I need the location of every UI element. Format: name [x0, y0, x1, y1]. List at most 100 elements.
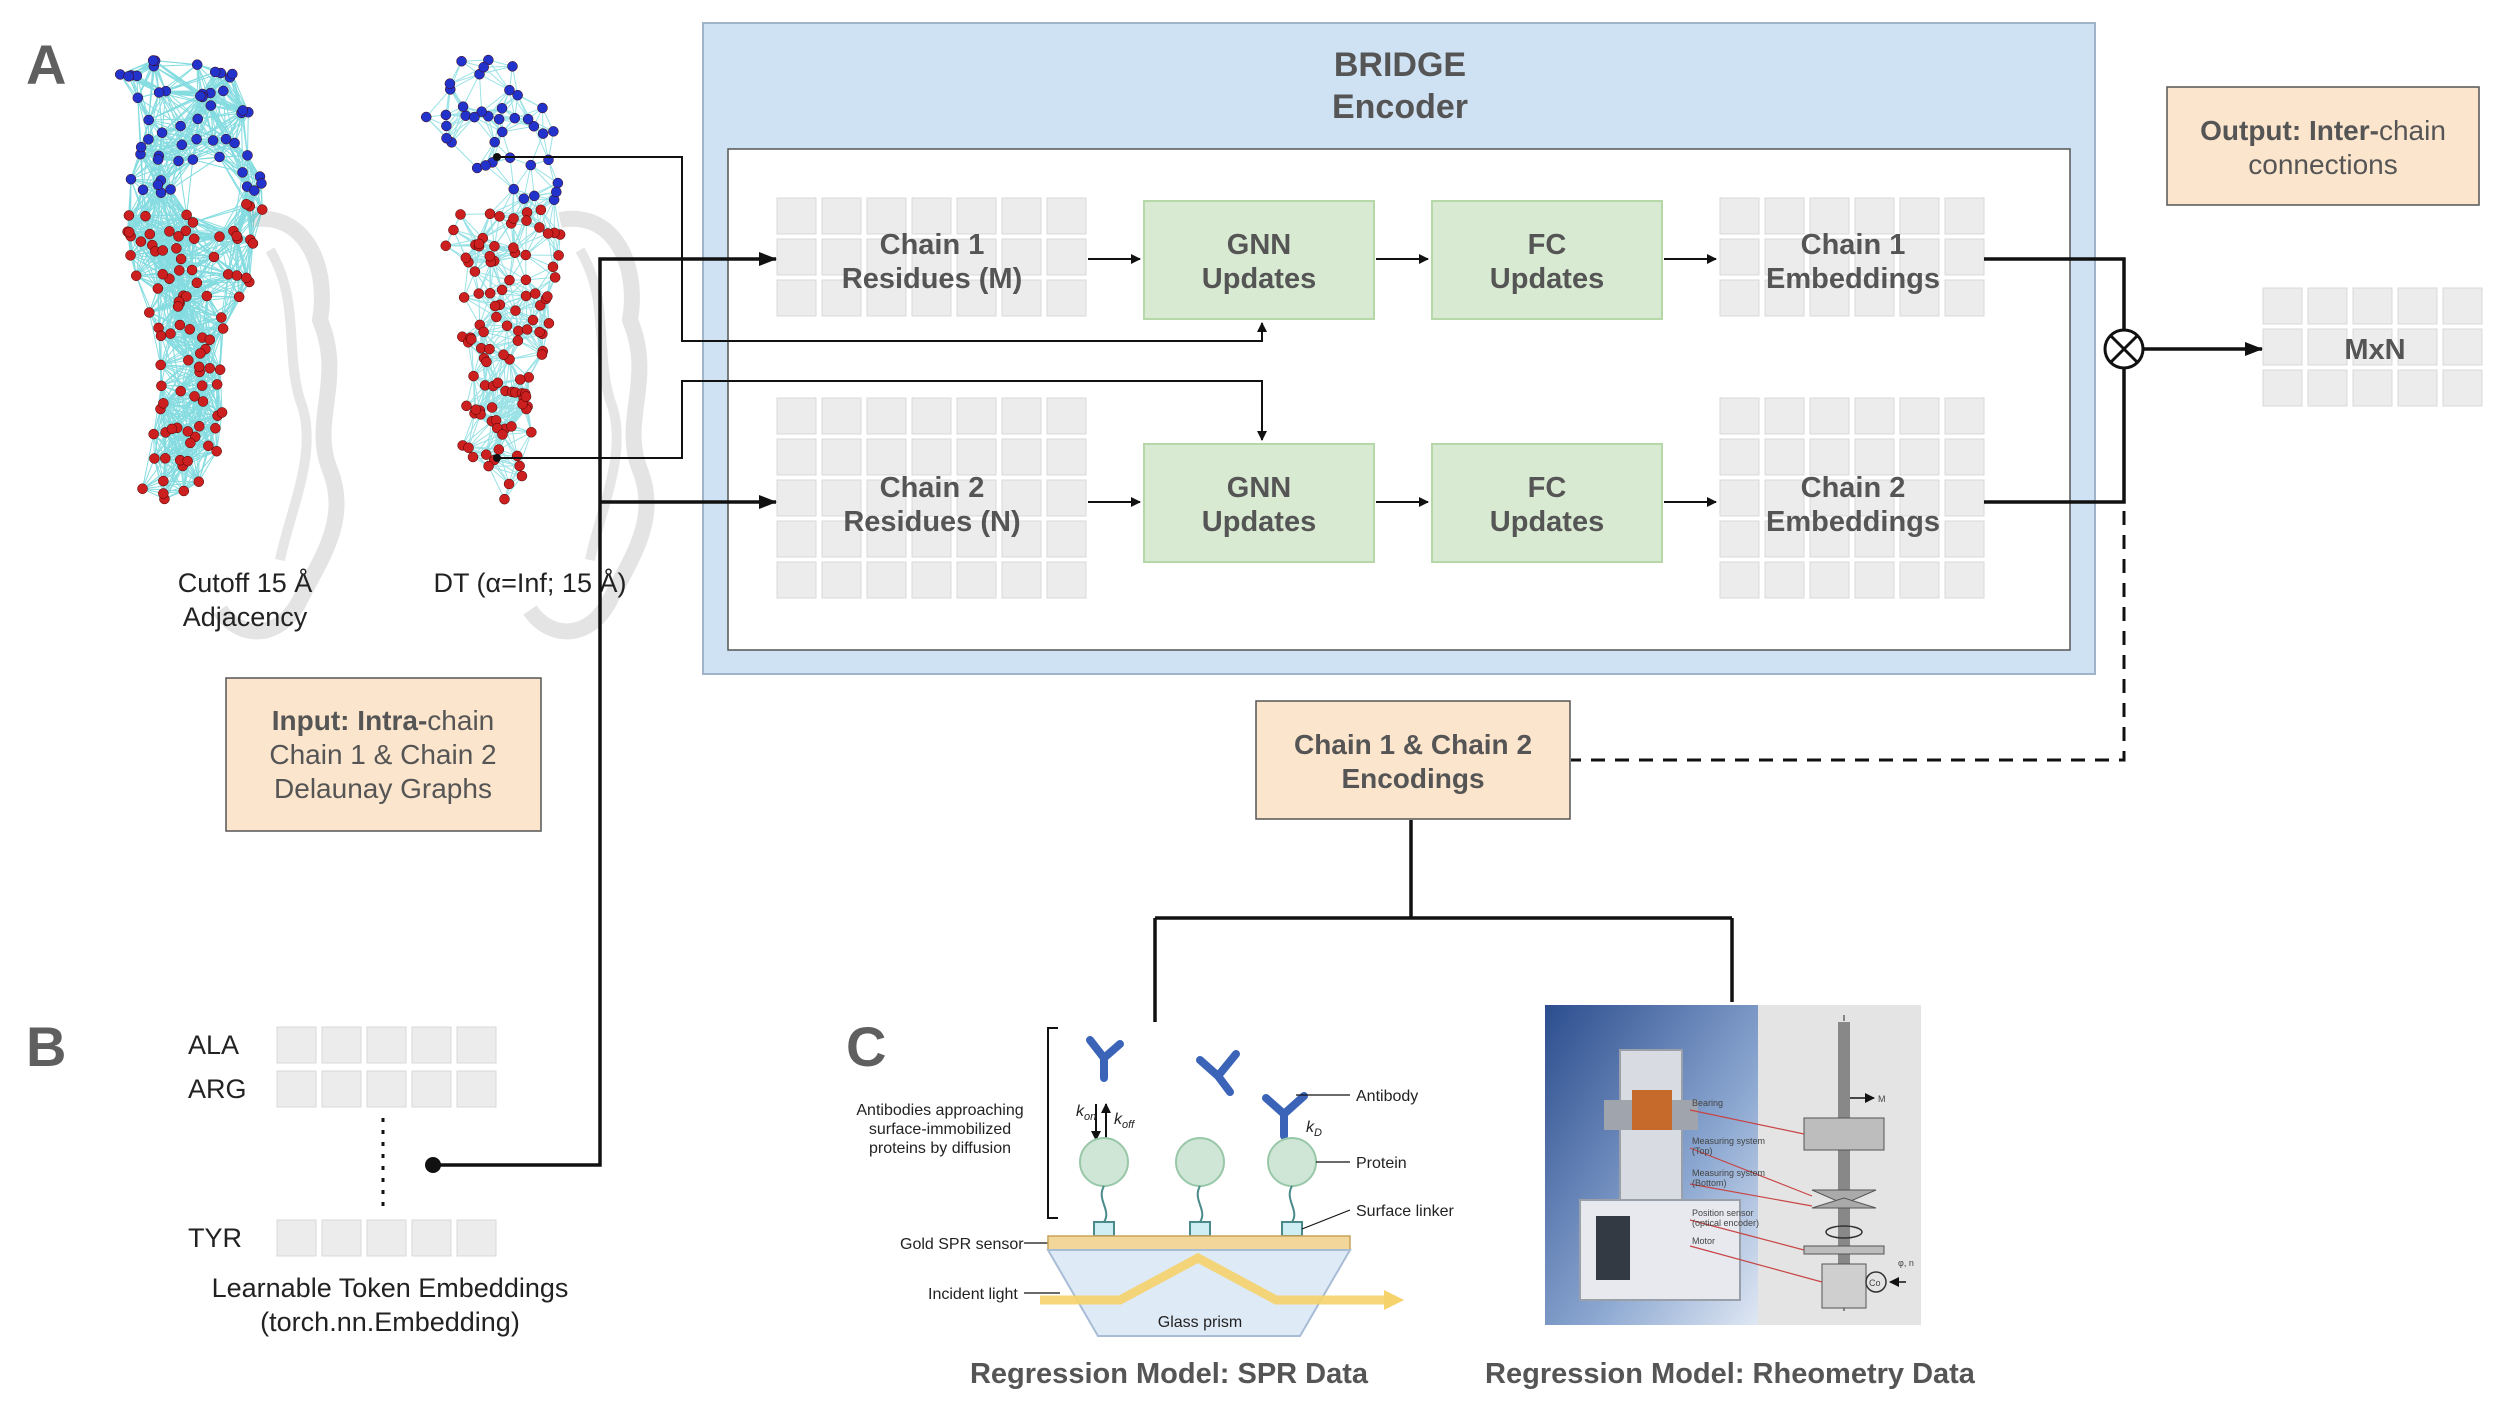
rheometry-caption: Regression Model: Rheometry Data — [1485, 1358, 1976, 1390]
rheometer-callout-lines — [1689, 1109, 1823, 1283]
dt-structure — [420, 54, 655, 640]
panel-letter-b: B — [26, 1015, 66, 1078]
koff-label: koff — [1114, 1111, 1135, 1131]
rheometer-body — [1579, 1049, 1741, 1301]
chain2-fc-label1: FC — [1528, 472, 1567, 504]
motor-label: Motor — [1692, 1236, 1715, 1246]
chain2-gnn-label2: Updates — [1202, 506, 1316, 538]
token-feed-lines — [433, 252, 777, 1167]
chain2-embedding-grid — [1719, 397, 1985, 599]
input-box — [225, 677, 542, 832]
meas-bottom-label: Measuring system — [1692, 1168, 1765, 1178]
light-path — [1040, 1252, 1396, 1305]
spr-side-label-line1: Antibodies approaching — [856, 1102, 1023, 1119]
chain1-gnn-box — [1143, 200, 1375, 320]
mxn-label: MxN — [2344, 334, 2405, 366]
rheometer-illustration: Bearing Measuring system (Top) Measuring… — [1545, 1005, 1921, 1325]
cutoff-structure — [114, 55, 345, 640]
chain2-fc-label2: Updates — [1490, 506, 1604, 538]
chain1-emb-label1: Chain 1 — [1801, 229, 1906, 261]
dt-caption: DT (α=Inf; 15 Å) — [434, 567, 627, 598]
torque-m-label: M — [1878, 1094, 1886, 1104]
chain2-gnn-box — [1143, 443, 1375, 563]
kon-label: kon — [1076, 1103, 1096, 1123]
token-caption-line1: Learnable Token Embeddings — [212, 1273, 569, 1303]
token-grid-ala — [276, 1026, 497, 1064]
meas-top-sub: (Top) — [1692, 1146, 1713, 1156]
dashed-encoding-link — [1571, 367, 2126, 762]
output-box — [2166, 86, 2480, 206]
surface-linker-label: Surface linker — [1356, 1203, 1454, 1220]
protein-icons — [1079, 1137, 1317, 1187]
mxn-grid — [2262, 287, 2483, 407]
panel-letter-a: A — [26, 33, 66, 96]
meas-top-label: Measuring system — [1692, 1136, 1765, 1146]
chain1-fc-label1: FC — [1528, 229, 1567, 261]
chain2-fc-box — [1431, 443, 1663, 563]
meas-bottom-sub: (Bottom) — [1692, 1178, 1727, 1188]
spr-illustration: Antibodies approaching surface-immobiliz… — [856, 1027, 1454, 1337]
chain1-fc-box — [1431, 200, 1663, 320]
spr-side-label-line2: surface-immobilized — [869, 1121, 1011, 1138]
chain1-residues-label1: Chain 1 — [880, 229, 985, 261]
encoder-title-line2: Encoder — [1332, 88, 1468, 126]
chain2-gnn-label1: GNN — [1227, 472, 1291, 504]
antibody-label: Antibody — [1356, 1088, 1418, 1105]
chain1-residue-grid — [776, 197, 1087, 317]
incident-light-label: Incident light — [928, 1286, 1018, 1303]
regression-branch-lines — [1153, 820, 1734, 1022]
input-box-line2: Chain 1 & Chain 2 — [269, 739, 496, 770]
token-row-tyr: TYR — [188, 1223, 242, 1253]
graph-feed-lines — [497, 156, 1267, 459]
outer-product-symbol — [2103, 328, 2145, 370]
token-row-ala: ALA — [188, 1030, 239, 1060]
encodings-box-line1: Chain 1 & Chain 2 — [1294, 729, 1532, 760]
input-box-line3: Delaunay Graphs — [274, 773, 492, 804]
cutoff-caption-line2: Adjacency — [183, 602, 308, 632]
input-box-line1: Input: Intra-chain — [272, 705, 494, 736]
chain1-gnn-label1: GNN — [1227, 229, 1291, 261]
antibody-icons — [1086, 1036, 1308, 1140]
prism-label: Glass prism — [1158, 1314, 1242, 1331]
position-sensor-sub: (optical encoder) — [1692, 1218, 1759, 1228]
token-source-dot — [425, 1157, 441, 1173]
bearing-label: Bearing — [1692, 1098, 1723, 1108]
token-grid-arg — [276, 1070, 497, 1108]
encoder-flow-arrows — [1088, 254, 1717, 507]
token-row-arg: ARG — [188, 1074, 247, 1104]
spr-caption: Regression Model: SPR Data — [970, 1358, 1369, 1390]
embedding-merge-lines — [1984, 257, 2263, 504]
co-label: Co — [1869, 1278, 1881, 1288]
chain2-emb-label2: Embeddings — [1766, 506, 1940, 538]
gold-sensor — [1047, 1235, 1351, 1251]
chain2-residue-grid — [776, 397, 1087, 599]
encoder-title-line1: BRIDGE — [1334, 46, 1466, 84]
rheometer-schematic — [1803, 1015, 1906, 1315]
cutoff-caption-line1: Cutoff 15 Å — [178, 567, 313, 598]
encodings-box-line2: Encodings — [1341, 763, 1484, 794]
chain2-residues-label1: Chain 2 — [880, 472, 985, 504]
chain1-gnn-label2: Updates — [1202, 263, 1316, 295]
token-grid-tyr — [276, 1219, 497, 1257]
output-box-line2: connections — [2248, 149, 2397, 180]
chain1-embedding-grid — [1719, 197, 1985, 317]
gold-sensor-label: Gold SPR sensor — [900, 1236, 1024, 1253]
output-box-line1: Output: Inter-chain — [2200, 115, 2446, 146]
spr-side-label-line3: proteins by diffusion — [869, 1140, 1011, 1157]
phi-label: φ, n — [1898, 1258, 1914, 1268]
protein-label: Protein — [1356, 1155, 1407, 1172]
chain2-emb-label1: Chain 2 — [1801, 472, 1906, 504]
chain1-residues-label2: Residues (M) — [842, 263, 1022, 295]
position-sensor-label: Position sensor — [1692, 1208, 1754, 1218]
chain2-residues-label2: Residues (N) — [843, 506, 1020, 538]
linker-lines — [1100, 1185, 1296, 1223]
linker-anchors — [1093, 1221, 1303, 1237]
panel-letter-c: C — [846, 1015, 886, 1078]
glass-prism — [1046, 1249, 1352, 1337]
encodings-box — [1255, 700, 1571, 820]
chain1-emb-label2: Embeddings — [1766, 263, 1940, 295]
chain1-fc-label2: Updates — [1490, 263, 1604, 295]
kd-label: kD — [1306, 1119, 1322, 1139]
